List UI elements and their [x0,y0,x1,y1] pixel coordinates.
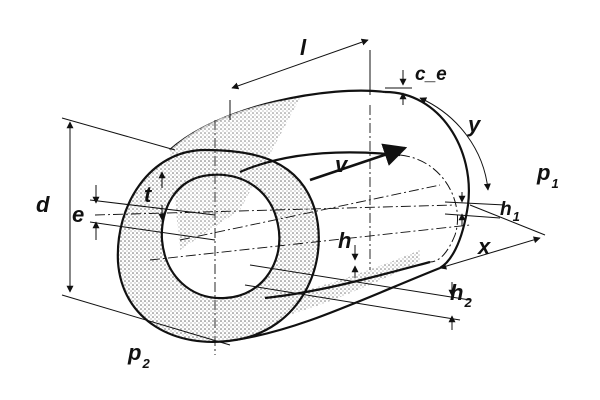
label-v: v [335,152,349,177]
label-h1: h1 [500,199,520,224]
dimension-d [61,117,231,346]
label-c-e: c_e [415,64,447,85]
dimension-c-e [385,70,412,105]
dimension-h2 [244,264,471,330]
dimension-l [229,38,371,120]
label-l: l [300,35,307,60]
label-y: y [467,112,482,137]
label-d: d [36,192,50,217]
label-h2: h2 [450,280,472,310]
dimension-e [89,185,216,241]
front-annulus [116,148,320,343]
dimension-x [439,204,546,270]
velocity-arrow [309,143,408,182]
center-lines [94,105,471,355]
label-h: h [338,228,351,253]
label-e: e [72,202,84,227]
label-p2: p2 [127,340,150,371]
label-p1: p1 [536,160,559,191]
label-t: t [144,182,153,207]
labels: l c_e y v p1 d e t h h1 x h2 p2 [36,35,559,371]
dimension-h1 [444,192,506,226]
label-x: x [477,234,491,259]
dimension-y [419,97,491,191]
